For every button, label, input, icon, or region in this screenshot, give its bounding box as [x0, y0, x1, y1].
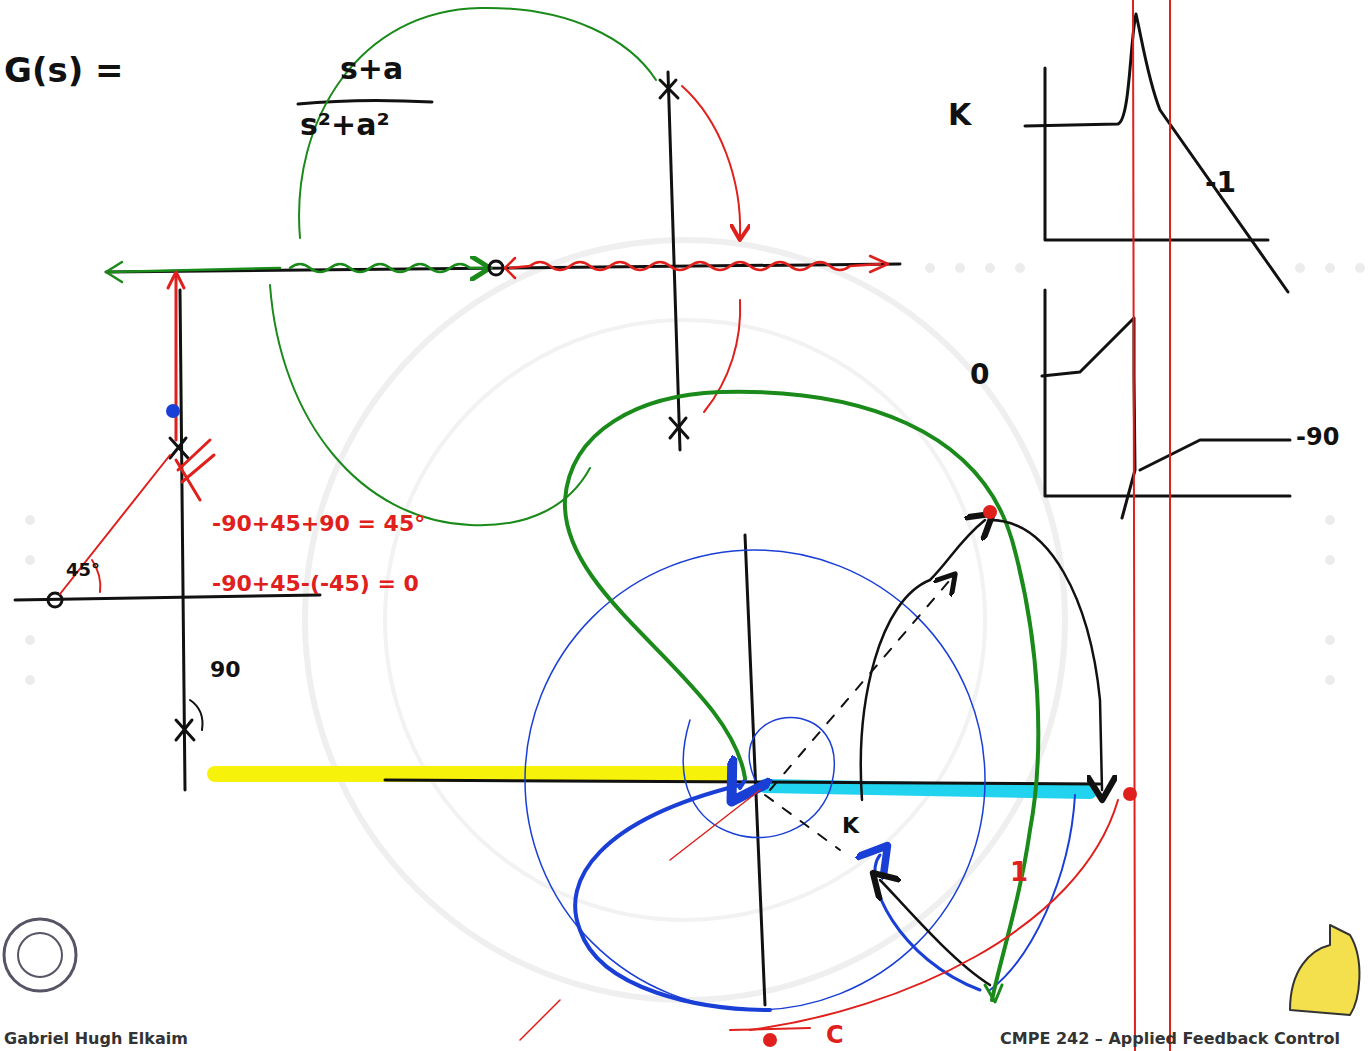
denominator: s²+a²: [300, 108, 390, 141]
author-footer: Gabriel Hugh Elkaim: [4, 1030, 188, 1048]
angle-sum-note: -90+45+90 = 45°: [212, 512, 425, 536]
angle-sum-note: -90+45-(-45) = 0: [212, 572, 419, 596]
slope-label: -1: [1205, 168, 1236, 199]
angle-label: 45°: [66, 560, 100, 580]
axis-label: K: [948, 98, 971, 131]
course-footer: CMPE 242 – Applied Feedback Control: [1000, 1030, 1340, 1048]
axis-label: -90: [1296, 424, 1339, 450]
annotation: C: [826, 1022, 844, 1048]
transfer-function: G(s) =: [4, 52, 124, 89]
gain-label: K: [842, 814, 859, 838]
angle-label: 90: [210, 658, 241, 682]
numerator: s+a: [340, 52, 403, 85]
annotation: 1: [1010, 858, 1028, 887]
axis-label: 0: [970, 360, 989, 391]
